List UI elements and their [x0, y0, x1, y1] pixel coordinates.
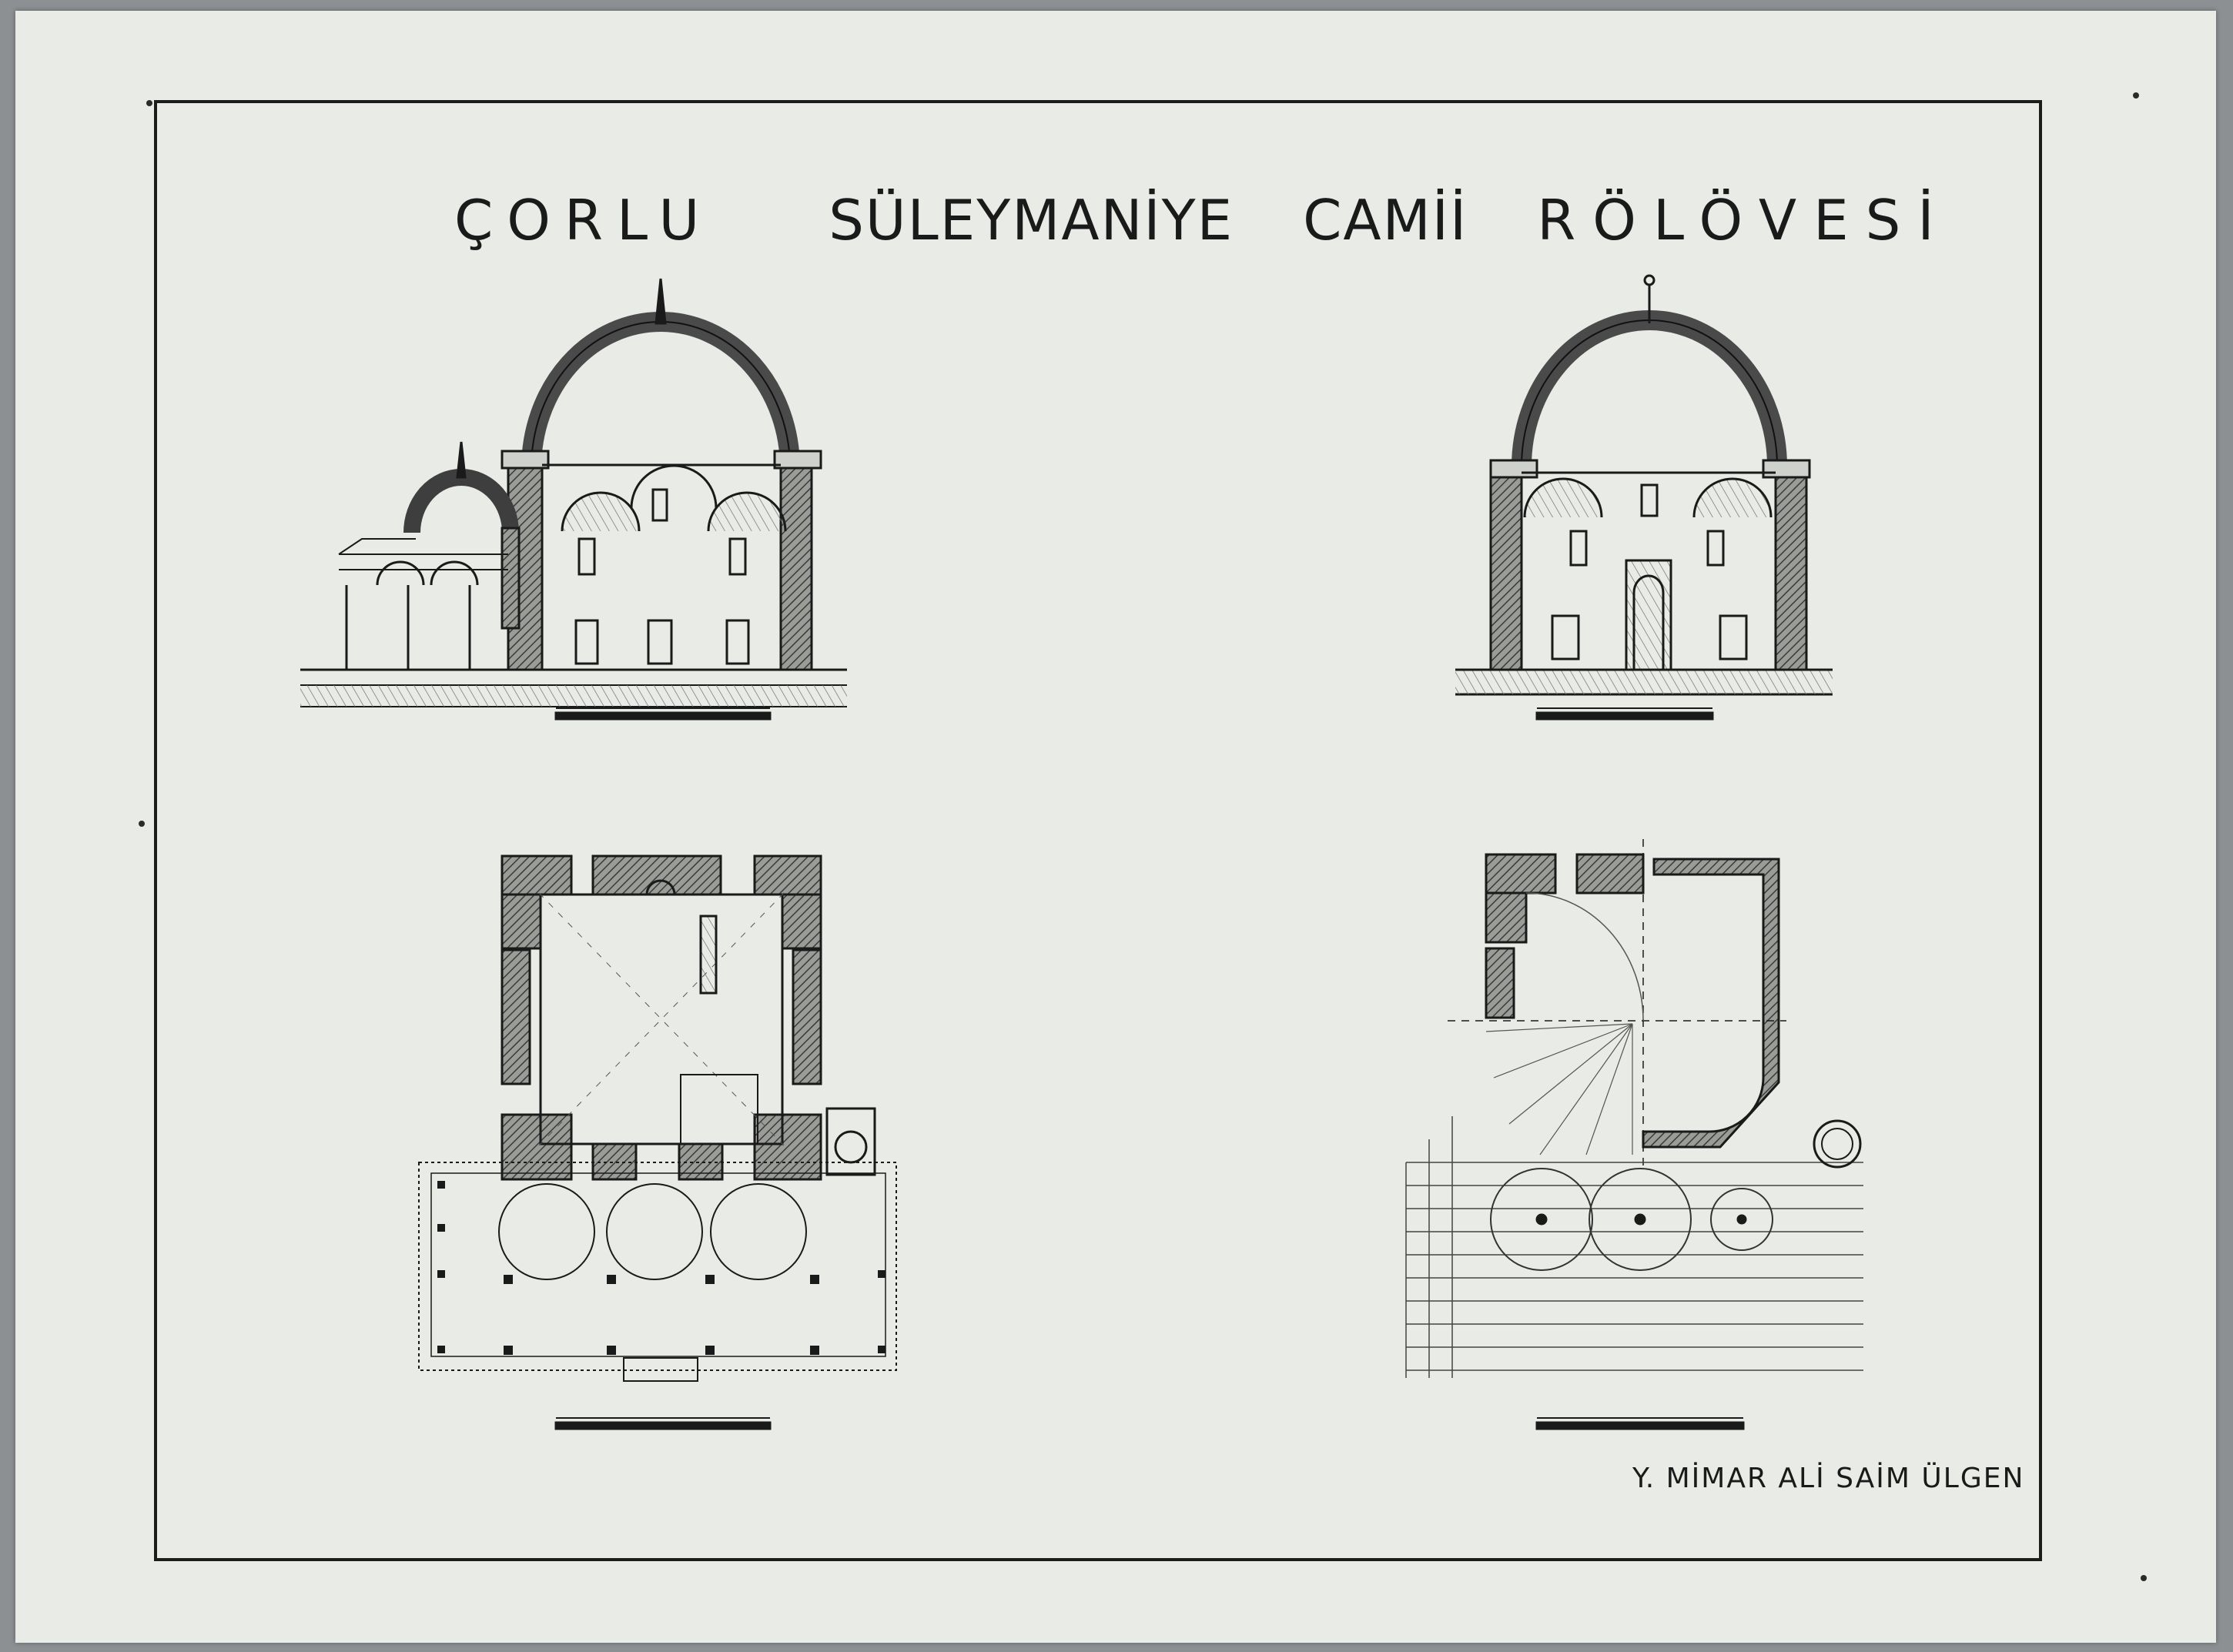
- title-word-4: RÖLÖVESİ: [1537, 188, 1951, 252]
- dome-plan-drawing: [1405, 839, 1863, 1430]
- corner-mark: [2141, 1575, 2147, 1581]
- ground-plan-drawing: [418, 854, 897, 1430]
- title-word-1: ÇORLU: [454, 188, 714, 252]
- corner-mark: [146, 100, 152, 106]
- longitudinal-section-drawing: [300, 278, 847, 721]
- title-word-3: CAMİİ: [1303, 188, 1468, 252]
- sheet-title: ÇORLU SÜLEYMANİYE CAMİİ RÖLÖVESİ: [454, 185, 1934, 256]
- cross-section-drawing: [1455, 274, 1833, 721]
- drawing-border-frame: [154, 100, 2042, 1561]
- author-credit: Y. MİMAR ALİ SAİM ÜLGEN: [1632, 1463, 2025, 1494]
- corner-mark: [139, 821, 145, 827]
- title-word-2: SÜLEYMANİYE: [829, 188, 1234, 252]
- corner-mark: [2133, 92, 2139, 99]
